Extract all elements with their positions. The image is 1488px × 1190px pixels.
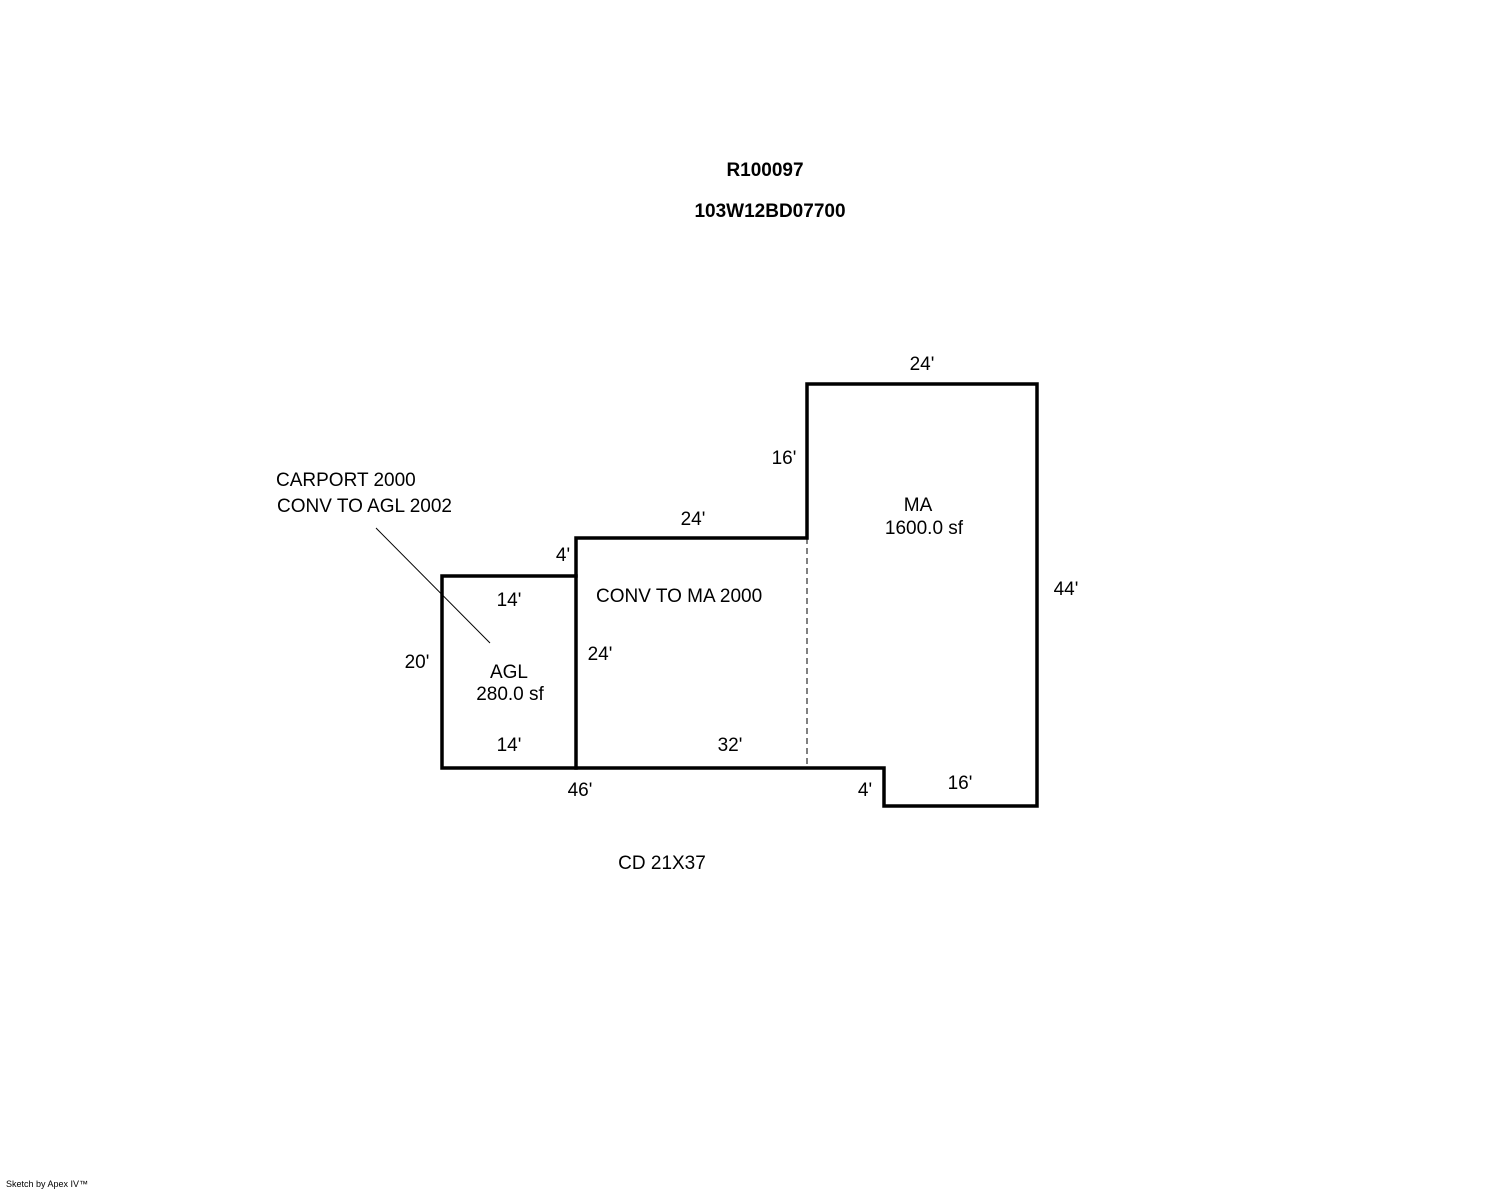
dim-agl-top: 14' bbox=[497, 590, 522, 611]
building-outline bbox=[440, 382, 1039, 808]
account-id: R100097 bbox=[726, 160, 803, 181]
dim-conv-left: 24' bbox=[588, 644, 613, 665]
main-area-size: 1600.0 sf bbox=[885, 518, 964, 539]
deck-note: CD 21X37 bbox=[618, 853, 706, 874]
main-area-code: MA bbox=[904, 495, 933, 516]
dim-conv-step: 4' bbox=[556, 545, 570, 566]
map-tax-lot: 103W12BD07700 bbox=[694, 201, 845, 222]
dim-conv-bottom: 32' bbox=[718, 735, 743, 756]
dim-ma-top: 24' bbox=[910, 354, 935, 375]
dim-agl-left: 20' bbox=[405, 652, 430, 673]
dim-ma-notch: 4' bbox=[858, 780, 872, 801]
converted-area-note: CONV TO MA 2000 bbox=[596, 586, 762, 607]
callout-leader-line bbox=[375, 527, 491, 644]
callout-line-1: CARPORT 2000 bbox=[276, 470, 416, 491]
sketch-credit: Sketch by Apex IV™ bbox=[6, 1179, 88, 1189]
dim-agl-bottom: 14' bbox=[497, 735, 522, 756]
callout-line-2: CONV TO AGL 2002 bbox=[277, 496, 452, 517]
dim-overall-bottom: 46' bbox=[568, 780, 593, 801]
dim-ma-left-upper: 16' bbox=[772, 448, 797, 469]
garage-area-size: 280.0 sf bbox=[476, 684, 544, 705]
dim-ma-right: 44' bbox=[1054, 579, 1079, 600]
dim-conv-top: 24' bbox=[681, 509, 706, 530]
garage-area-code: AGL bbox=[490, 662, 528, 683]
dim-ma-bottom: 16' bbox=[948, 773, 973, 794]
